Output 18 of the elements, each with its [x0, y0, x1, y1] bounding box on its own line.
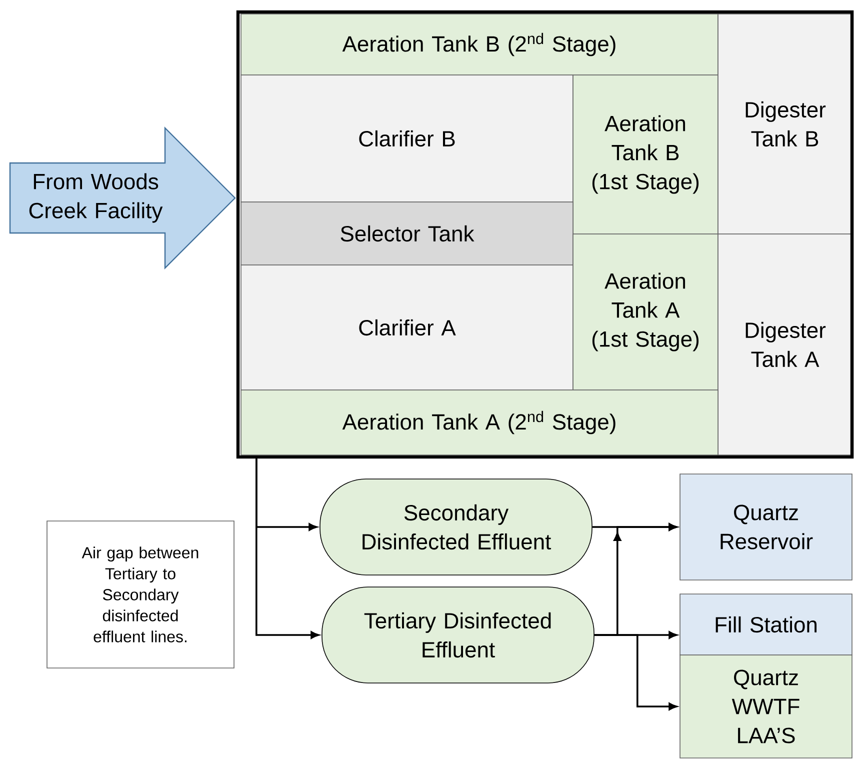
tank-box: Quartz WWTF LAA’S [680, 654, 852, 758]
tank-box: Digester Tank B [718, 14, 852, 234]
plant-frame [236, 10, 854, 459]
destination-box: Quartz Reservoir [680, 474, 852, 580]
destination-box: Fill Station [680, 594, 852, 656]
effluent-box: Tertiary Disinfected Effluent [322, 586, 594, 684]
tank-box: Selector Tank [240, 202, 574, 266]
tank-box: Clarifier A [240, 264, 574, 390]
note-box: Air gap between Tertiary to Secondary disinfected effluent lines. [46, 520, 234, 668]
tank-box: Aeration Tank B (1st Stage) [572, 74, 718, 234]
connector-arrow [256, 458, 320, 639]
tank-box: Aeration Tank A (1st Stage) [572, 234, 718, 390]
effluent-box: Secondary Disinfected Effluent [320, 478, 592, 576]
tank-box: Aeration Tank B (2$^{nd}$ Stage) [240, 14, 718, 76]
tank-box: Clarifier B [240, 74, 574, 202]
tank-box: Digester Tank A [718, 234, 852, 456]
tank-box: Aeration Tank A (2$^{nd}$ Stage) [240, 390, 718, 456]
connector-arrow [594, 634, 678, 710]
